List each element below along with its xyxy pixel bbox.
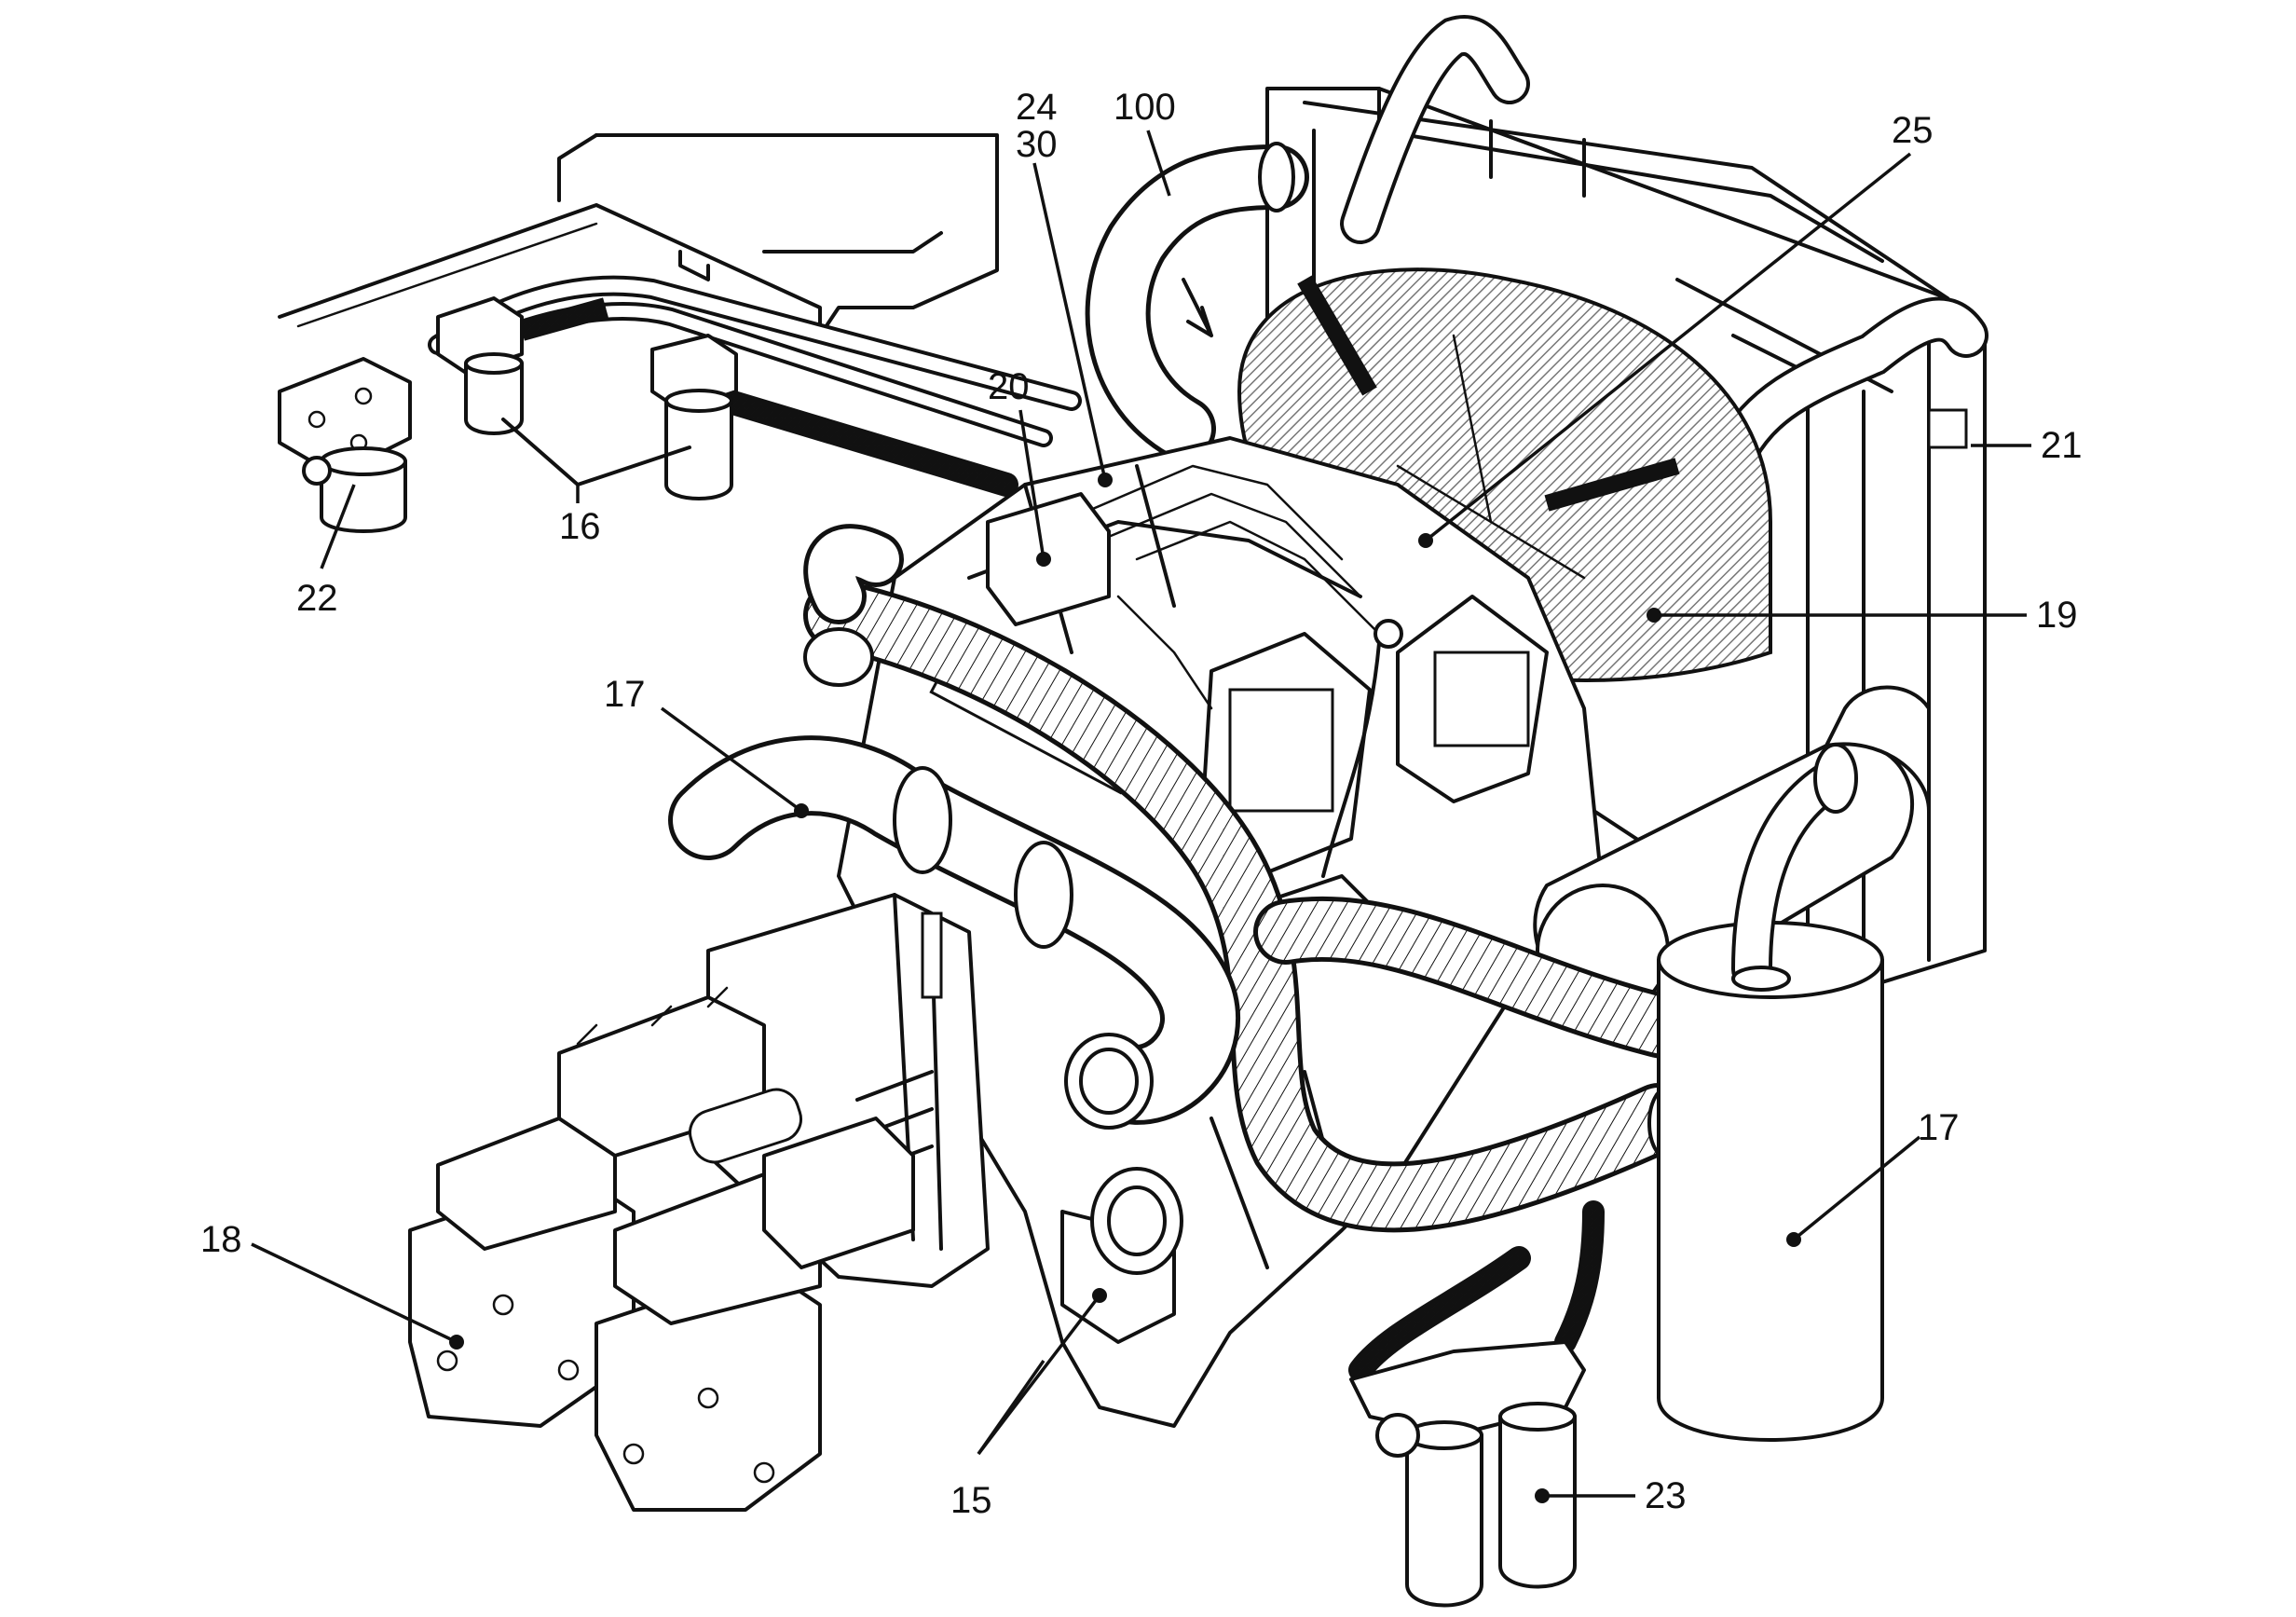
- callout-19: 19: [2036, 595, 2078, 636]
- charge-air-pipes: [668, 524, 1240, 1130]
- callout-17-lower: 17: [1918, 1107, 1960, 1148]
- hose-bundle-upper: [428, 275, 1082, 497]
- callout-16: 16: [559, 506, 601, 547]
- hydraulic-pump-18: [408, 893, 990, 1512]
- radiator-hoses: [1340, 15, 1988, 479]
- callout-leaders: [251, 130, 2031, 1503]
- intake-hose-100: [1085, 142, 1309, 461]
- callout-25: 25: [1892, 110, 1934, 151]
- callout-20: 20: [988, 366, 1030, 407]
- callout-15: 15: [950, 1480, 992, 1521]
- fuel-filter-23: [1348, 1200, 1605, 1608]
- callout-100: 100: [1114, 87, 1176, 128]
- callout-23: 23: [1645, 1475, 1687, 1516]
- filter-16: [436, 296, 738, 500]
- callout-30: 30: [1016, 124, 1058, 165]
- frame-structure: [278, 133, 999, 337]
- callout-17-upper: 17: [604, 674, 646, 715]
- callout-18: 18: [200, 1219, 242, 1260]
- callout-21: 21: [2041, 425, 2083, 466]
- callout-24: 24: [1016, 87, 1058, 128]
- muffler-17: [1657, 743, 1884, 1442]
- callout-22: 22: [296, 578, 338, 619]
